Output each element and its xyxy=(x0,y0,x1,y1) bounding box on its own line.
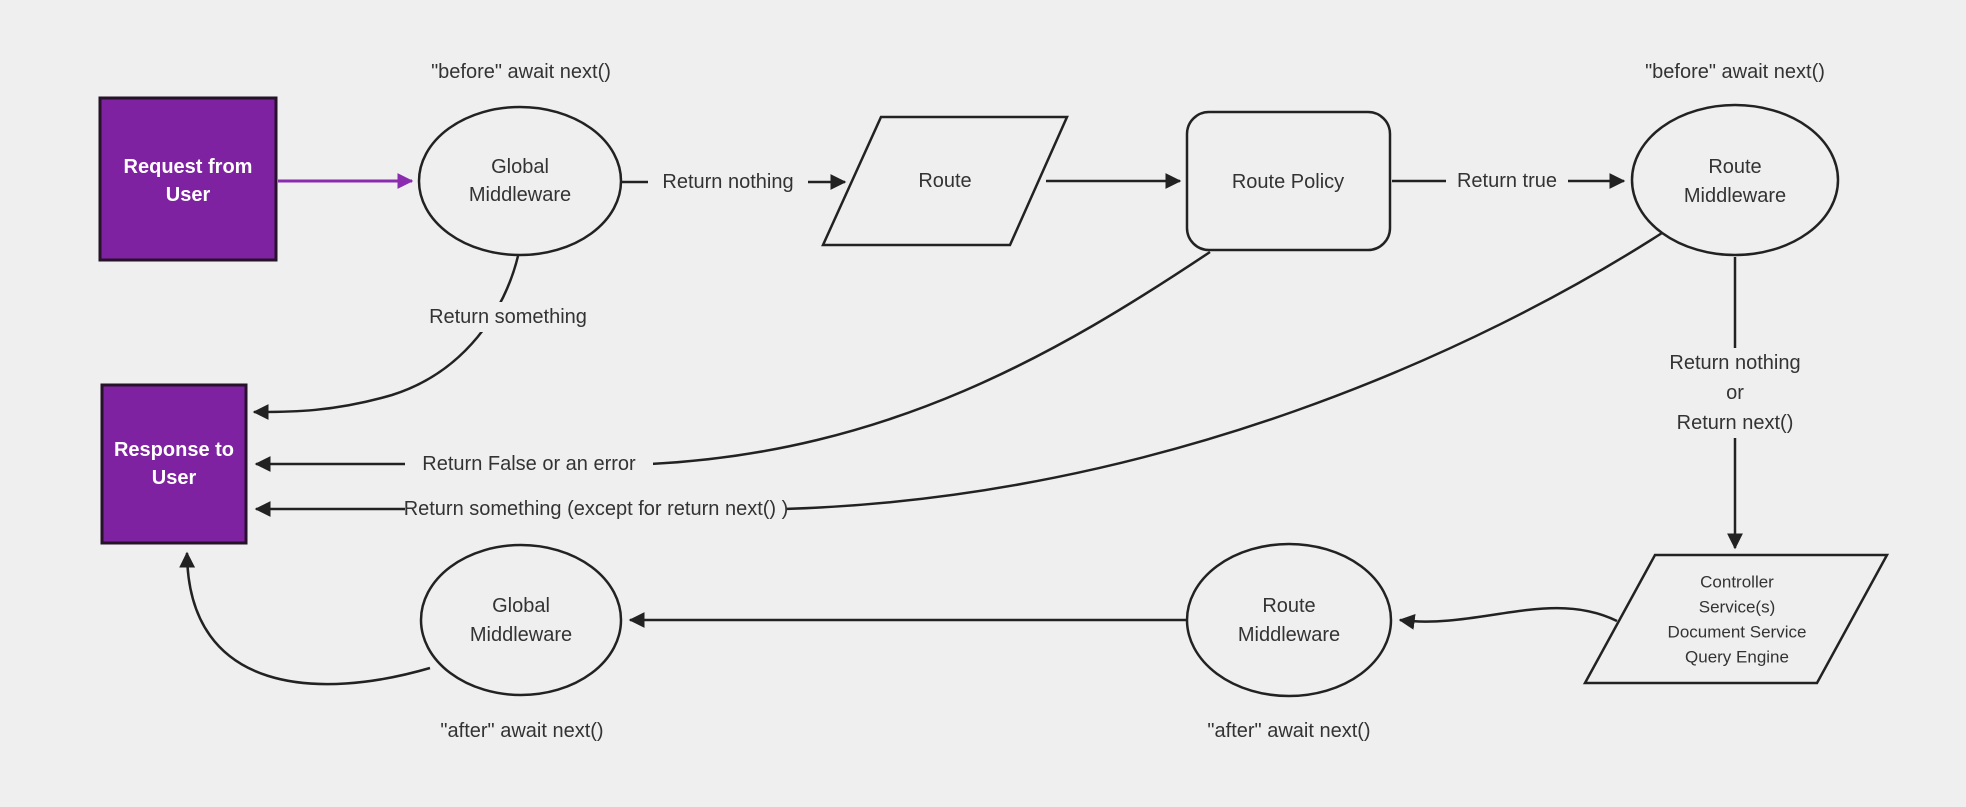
route-label: Route xyxy=(918,170,971,192)
controller-services-label-line-2: Service(s) xyxy=(1699,598,1776,617)
controller-services-label-line-4: Query Engine xyxy=(1685,648,1789,667)
svg-text:Return False or an error: Return False or an error xyxy=(422,453,636,475)
route-middleware-top-label-line-2: Middleware xyxy=(1684,185,1786,207)
controller-services-shape xyxy=(1582,553,1890,685)
response-to-user-label-line-1: Response to xyxy=(114,439,234,461)
global-middleware-top-label-line-2: Middleware xyxy=(469,184,571,206)
global-middleware-bottom-label-line-1: Global xyxy=(492,595,550,617)
edge-label-return-something: Return something xyxy=(413,302,603,332)
route-shape xyxy=(821,115,1069,247)
route-middleware-top-node: Route Middleware xyxy=(1630,103,1840,257)
global-middleware-bottom-node: Global Middleware xyxy=(419,543,623,697)
route-middleware-bottom-shape xyxy=(1185,542,1393,698)
controller-services-label-line-3: Document Service xyxy=(1668,623,1807,642)
edge-controller-to-route-middleware-after xyxy=(1398,606,1618,630)
route-middleware-bottom-label-line-1: Route xyxy=(1262,595,1315,617)
label-bg xyxy=(405,449,653,479)
label-bg xyxy=(648,167,808,196)
route-middleware-bottom-label-line-2: Middleware xyxy=(1238,624,1340,646)
global-middleware-bottom-shape xyxy=(419,543,623,697)
global-middleware-top-shape xyxy=(417,105,623,257)
route-middleware-bottom-node: Route Middleware xyxy=(1185,542,1393,698)
route-policy-node: Route Policy xyxy=(1185,110,1392,252)
controller-services-node: Controller Service(s) Document Service Q… xyxy=(1582,553,1890,685)
svg-text:Return something: Return something xyxy=(429,306,587,328)
edge-label-return-true: Return true xyxy=(1446,167,1568,196)
route-policy-label: Route Policy xyxy=(1232,171,1344,193)
edge-global-middleware-to-response xyxy=(252,255,520,421)
route-middleware-top-shape xyxy=(1630,103,1840,257)
label-bg xyxy=(413,302,603,332)
svg-text:Return nothing: Return nothing xyxy=(662,171,793,193)
route-middleware-top-label-line-1: Route xyxy=(1708,156,1761,178)
request-from-user-label-line-2: User xyxy=(166,184,211,206)
svg-text:or: or xyxy=(1726,382,1744,404)
request-from-user-label-line-1: Request from xyxy=(124,156,253,178)
global-middleware-top-node: Global Middleware xyxy=(417,105,623,257)
edge-label-before-top-right: "before" await next() xyxy=(1645,61,1825,83)
edge-label-return-something-except: Return something (except for return next… xyxy=(404,494,789,524)
label-bg xyxy=(405,494,787,524)
response-to-user-shape xyxy=(100,383,248,545)
edge-label-after-bottom-right: "after" await next() xyxy=(1207,720,1370,742)
edge-route-policy-to-response xyxy=(254,250,1211,472)
svg-text:Return next(): Return next() xyxy=(1677,412,1794,434)
route-policy-shape xyxy=(1185,110,1392,252)
response-to-user-label-line-2: User xyxy=(152,467,197,489)
edge-route-middleware-to-response xyxy=(254,231,1663,517)
label-bg xyxy=(1446,167,1568,196)
route-node: Route xyxy=(821,115,1069,247)
request-from-user-shape xyxy=(98,96,278,262)
edge-label-return-false-or-error: Return False or an error xyxy=(405,449,653,479)
edge-label-after-bottom-left: "after" await next() xyxy=(440,720,603,742)
svg-text:Return true: Return true xyxy=(1457,170,1557,192)
edge-label-before-top-left: "before" await next() xyxy=(431,61,611,83)
edge-label-return-nothing-or-next: Return nothing or Return next() xyxy=(1640,348,1830,438)
edge-global-middleware-after-to-response xyxy=(179,551,431,686)
svg-text:Return nothing: Return nothing xyxy=(1669,352,1800,374)
request-from-user-node: Request from User xyxy=(98,96,278,262)
global-middleware-top-label-line-1: Global xyxy=(491,156,549,178)
controller-services-label-line-1: Controller xyxy=(1700,573,1774,592)
global-middleware-bottom-label-line-2: Middleware xyxy=(470,624,572,646)
label-bg xyxy=(1640,348,1830,438)
svg-text:Return something (except for r: Return something (except for return next… xyxy=(404,498,789,520)
edge-label-return-nothing: Return nothing xyxy=(648,167,808,196)
response-to-user-node: Response to User xyxy=(100,383,248,545)
